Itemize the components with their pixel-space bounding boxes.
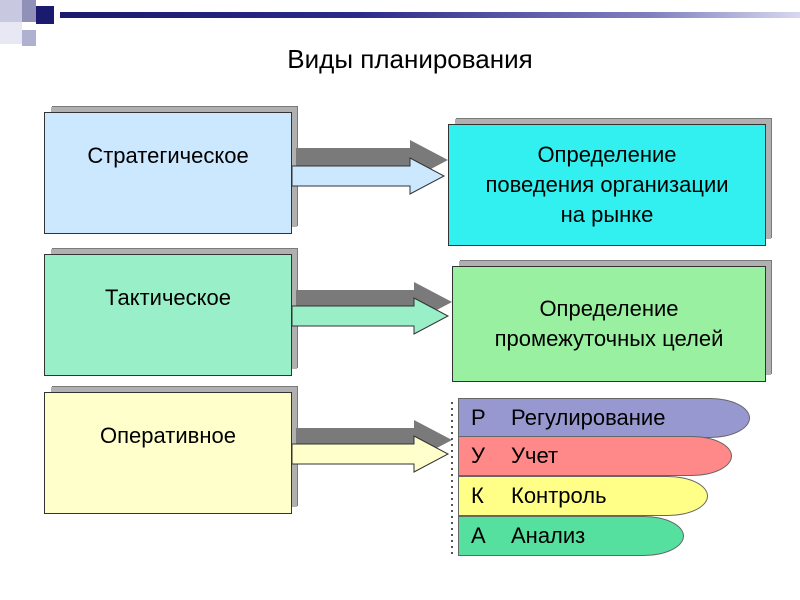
function-analysis-label: Анализ — [511, 523, 586, 548]
market-behavior-line1: Определение — [537, 142, 677, 167]
header-bar — [60, 12, 800, 18]
function-accounting-label: Учет — [511, 443, 559, 468]
market-behavior-box: Определение поведения организации на рын… — [448, 124, 766, 246]
market-behavior-line2: поведения организации — [485, 172, 729, 197]
arrow-operational — [291, 420, 452, 473]
function-accounting-letter: У — [471, 443, 485, 468]
corner-decoration-square — [36, 6, 54, 24]
corner-decoration-square — [0, 0, 22, 22]
arrow-strategic — [291, 140, 448, 195]
operational-planning-box: Оперативное — [44, 392, 292, 514]
function-regulation: Р Регулирование — [458, 398, 750, 438]
page-title: Виды планирования — [287, 44, 533, 74]
corner-decoration-square — [22, 30, 36, 46]
market-behavior-line3: на рынке — [560, 202, 654, 227]
tactical-planning-label: Тактическое — [105, 285, 231, 310]
function-analysis: А Анализ — [458, 516, 684, 556]
intermediate-goals-line2: промежуточных целей — [494, 326, 724, 351]
intermediate-goals-line1: Определение — [539, 296, 679, 321]
function-analysis-letter: А — [471, 523, 486, 548]
function-regulation-letter: Р — [471, 405, 486, 430]
strategic-planning-box: Стратегическое — [44, 112, 292, 234]
tactical-planning-box: Тактическое — [44, 254, 292, 376]
function-control-letter: К — [471, 483, 484, 508]
corner-decoration-square — [22, 0, 36, 22]
corner-decoration-square — [0, 22, 22, 44]
function-control: К Контроль — [458, 476, 708, 516]
intermediate-goals-box: Определение промежуточных целей — [452, 266, 766, 382]
strategic-planning-label: Стратегическое — [87, 143, 249, 168]
function-control-label: Контроль — [511, 483, 607, 508]
operational-planning-label: Оперативное — [100, 423, 236, 448]
function-accounting: У Учет — [458, 436, 732, 476]
arrow-tactical — [291, 282, 452, 335]
function-regulation-label: Регулирование — [511, 405, 666, 430]
